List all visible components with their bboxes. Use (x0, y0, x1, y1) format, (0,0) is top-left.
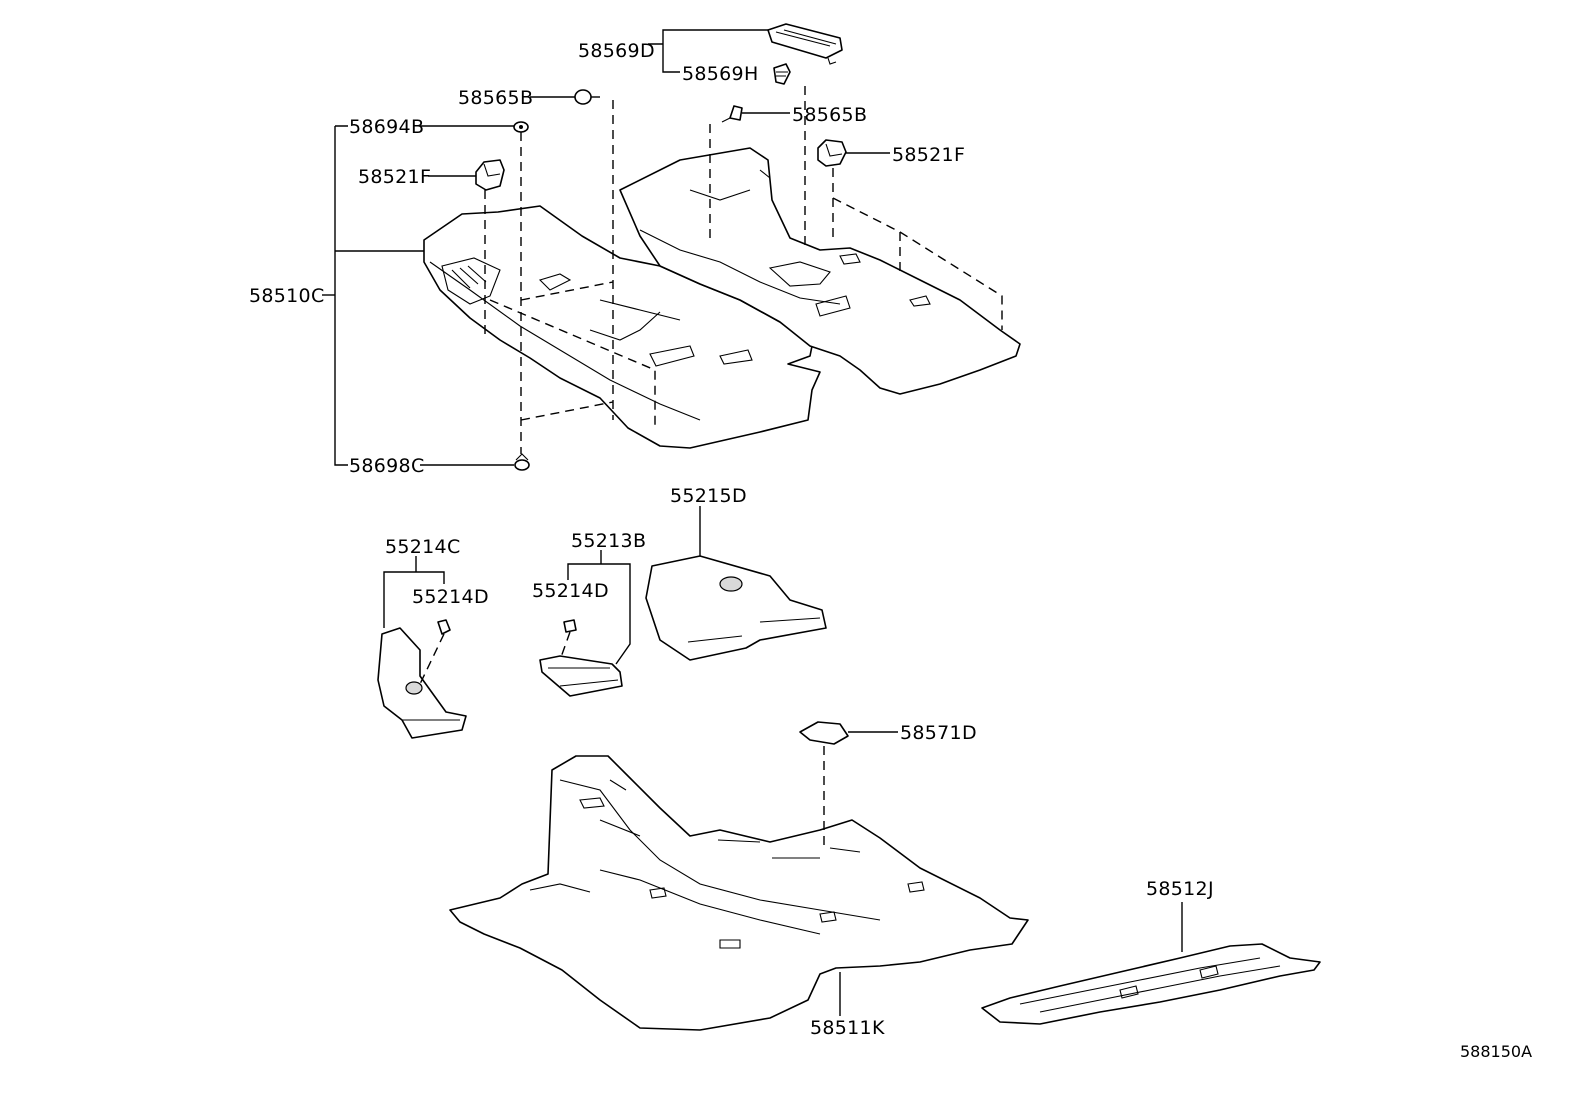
retainer-58521F-left (475, 159, 505, 191)
label-58569H: 58569H (682, 63, 759, 85)
button-58565B-right (721, 105, 743, 123)
cover-58571D (799, 721, 849, 745)
silencer-55213B (539, 655, 623, 697)
clip-58694B (513, 121, 529, 133)
floor-carpet-58510C (423, 147, 1021, 449)
label-58510C: 58510C (249, 285, 325, 307)
label-58694B: 58694B (349, 116, 424, 138)
silencer-55214C (377, 627, 467, 739)
clip-55214D-left (437, 619, 451, 635)
floor-carpet-58511K (449, 755, 1029, 1031)
label-58698C: 58698C (349, 455, 425, 477)
retainer-58521F-right (817, 139, 847, 167)
label-58512J: 58512J (1146, 878, 1214, 900)
label-58569D: 58569D (578, 40, 655, 62)
label-55214D-left: 55214D (412, 586, 489, 608)
console-plate-58569D (767, 23, 843, 65)
leaders-bottom (823, 731, 1183, 1016)
clip-55214D-mid (563, 619, 577, 633)
label-55213B: 55213B (571, 530, 646, 552)
label-58565B-left: 58565B (458, 87, 533, 109)
cover-58512J (981, 943, 1321, 1025)
leaders-middle (383, 506, 701, 685)
diagram-reference-number: 588150A (1460, 1042, 1532, 1061)
label-55215D: 55215D (670, 485, 747, 507)
button-58565B-left (574, 89, 600, 105)
label-58521F-right: 58521F (892, 144, 965, 166)
leaders-top (322, 29, 1003, 466)
silencer-55215D (645, 555, 827, 661)
clip-58698C (514, 453, 530, 471)
label-58571D: 58571D (900, 722, 977, 744)
label-55214D-mid: 55214D (532, 580, 609, 602)
label-58511K: 58511K (810, 1017, 885, 1039)
clip-58569H (773, 63, 791, 85)
label-55214C: 55214C (385, 536, 461, 558)
label-58565B-right: 58565B (792, 104, 867, 126)
label-58521F-left: 58521F (358, 166, 431, 188)
